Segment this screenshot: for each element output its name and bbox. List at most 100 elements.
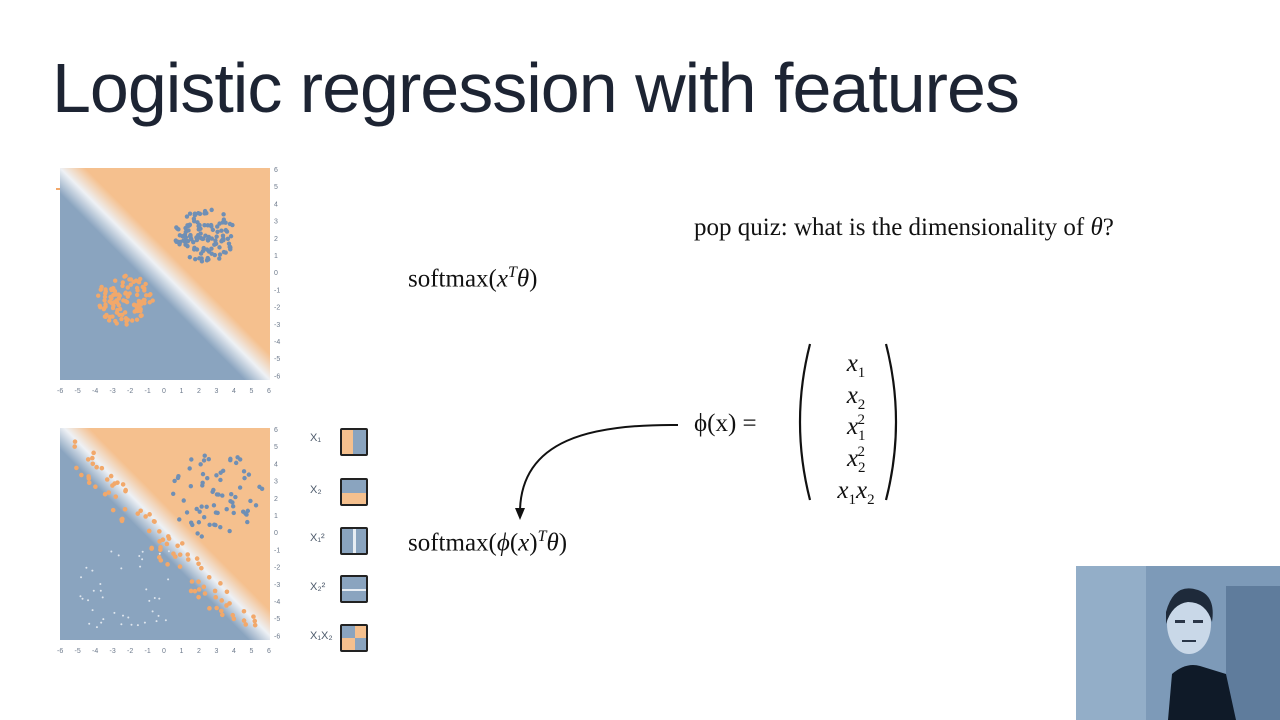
bottom-orange-point — [201, 584, 207, 590]
top-blue-point — [187, 254, 193, 260]
vec-x1x2: x1x2 — [837, 477, 875, 508]
top-orange-point — [134, 317, 140, 322]
top-blue-point — [215, 224, 220, 229]
vec-x2: x2 — [846, 382, 866, 413]
slide-title: Logistic regression with features — [52, 49, 1020, 127]
bottom-x-tick: 5 — [250, 648, 254, 655]
bottom-orange-point — [85, 457, 91, 462]
legend-mark — [56, 188, 60, 190]
top-orange-point — [116, 302, 122, 308]
bottom-faint-point — [148, 599, 151, 602]
bottom-faint-point — [139, 565, 142, 568]
bottom-orange-point — [94, 464, 99, 470]
bottom-blue-point — [216, 492, 221, 497]
bottom-orange-point — [224, 589, 230, 595]
top-y-tick: -3 — [274, 322, 280, 329]
bottom-blue-point — [213, 522, 218, 528]
pop-quiz-question: pop quiz: what is the dimensionality of — [694, 214, 1085, 241]
top-blue-point — [220, 220, 225, 225]
bottom-faint-point — [99, 589, 102, 592]
top-orange-point — [120, 283, 125, 289]
bottom-blue-point — [214, 473, 219, 478]
bottom-y-tick: -6 — [274, 633, 280, 640]
bottom-blue-point — [237, 457, 243, 462]
bottom-orange-point — [149, 546, 154, 551]
theta-symbol: θ — [1090, 214, 1103, 241]
bottom-blue-point — [218, 524, 223, 530]
top-x-tick: -4 — [92, 388, 98, 395]
bottom-orange-point — [177, 564, 183, 569]
top-orange-point — [104, 312, 109, 318]
bottom-x-tick: 3 — [215, 648, 219, 655]
top-y-tick: 0 — [274, 270, 278, 277]
bottom-orange-point — [213, 594, 218, 600]
bottom-orange-point — [160, 537, 166, 543]
bottom-y-tick: 6 — [274, 427, 278, 434]
bottom-blue-point — [229, 491, 234, 497]
bottom-orange-point — [219, 598, 225, 603]
bottom-faint-point — [80, 576, 83, 579]
bottom-faint-point — [117, 554, 120, 557]
bottom-x-tick: -4 — [92, 648, 98, 655]
bottom-orange-point — [147, 512, 152, 517]
bottom-orange-point — [196, 579, 201, 584]
bottom-orange-point — [79, 472, 84, 478]
bottom-blue-point — [188, 520, 194, 525]
top-orange-point — [122, 274, 127, 279]
top-blue-point — [185, 243, 190, 249]
top-orange-point — [98, 287, 103, 292]
top-blue-point — [205, 255, 210, 261]
top-x-tick: 5 — [250, 388, 254, 395]
top-y-tick: 6 — [274, 167, 278, 174]
bottom-orange-point — [91, 450, 96, 456]
top-blue-point — [209, 246, 214, 251]
top-blue-point — [217, 252, 223, 257]
top-orange-point — [136, 280, 142, 285]
question-mark: ? — [1102, 214, 1114, 241]
bottom-orange-point — [110, 507, 116, 513]
top-orange-point — [147, 293, 152, 298]
bottom-orange-point — [252, 618, 258, 624]
bottom-blue-point — [218, 470, 223, 475]
top-blue-point — [187, 234, 193, 239]
bottom-orange-point — [192, 588, 198, 594]
top-orange-point — [102, 298, 107, 303]
top-orange-point — [136, 298, 142, 304]
bottom-orange-point — [104, 477, 110, 482]
bottom-orange-point — [110, 483, 115, 488]
top-blue-point — [199, 259, 205, 264]
top-orange-point — [124, 322, 129, 327]
bottom-orange-point — [185, 557, 191, 562]
softmax-word-2: softmax — [408, 529, 489, 557]
bottom-orange-point — [72, 444, 78, 449]
phi-definition: ϕ(x) = — [694, 410, 757, 437]
top-blue-point — [196, 227, 201, 232]
bottom-blue-point — [204, 504, 209, 510]
bottom-faint-point — [141, 550, 144, 553]
bottom-orange-point — [214, 605, 219, 611]
bottom-x-tick: 6 — [267, 648, 271, 655]
bottom-orange-point — [231, 616, 237, 622]
bottom-blue-point — [181, 498, 186, 503]
top-orange-point — [96, 293, 101, 298]
top-orange-point — [127, 291, 132, 296]
bottom-blue-point — [201, 514, 207, 520]
top-x-tick: 6 — [267, 388, 271, 395]
curved-arrow — [515, 423, 679, 520]
bottom-blue-point — [201, 458, 207, 463]
vec-x1-squared: x12 — [846, 412, 866, 444]
bottom-orange-point — [93, 484, 98, 490]
top-orange-point — [103, 289, 108, 294]
top-blue-point — [187, 211, 193, 216]
top-orange-point — [128, 282, 134, 287]
bottom-faint-point — [113, 611, 116, 614]
top-blue-point — [202, 223, 207, 228]
bottom-orange-point — [86, 476, 92, 481]
bottom-orange-point — [179, 541, 185, 546]
bottom-orange-point — [248, 641, 253, 646]
top-orange-point — [120, 280, 126, 285]
bottom-orange-point — [74, 465, 79, 471]
bottom-blue-point — [195, 531, 200, 536]
bottom-orange-point — [90, 461, 96, 467]
bottom-y-tick: -2 — [274, 565, 280, 572]
